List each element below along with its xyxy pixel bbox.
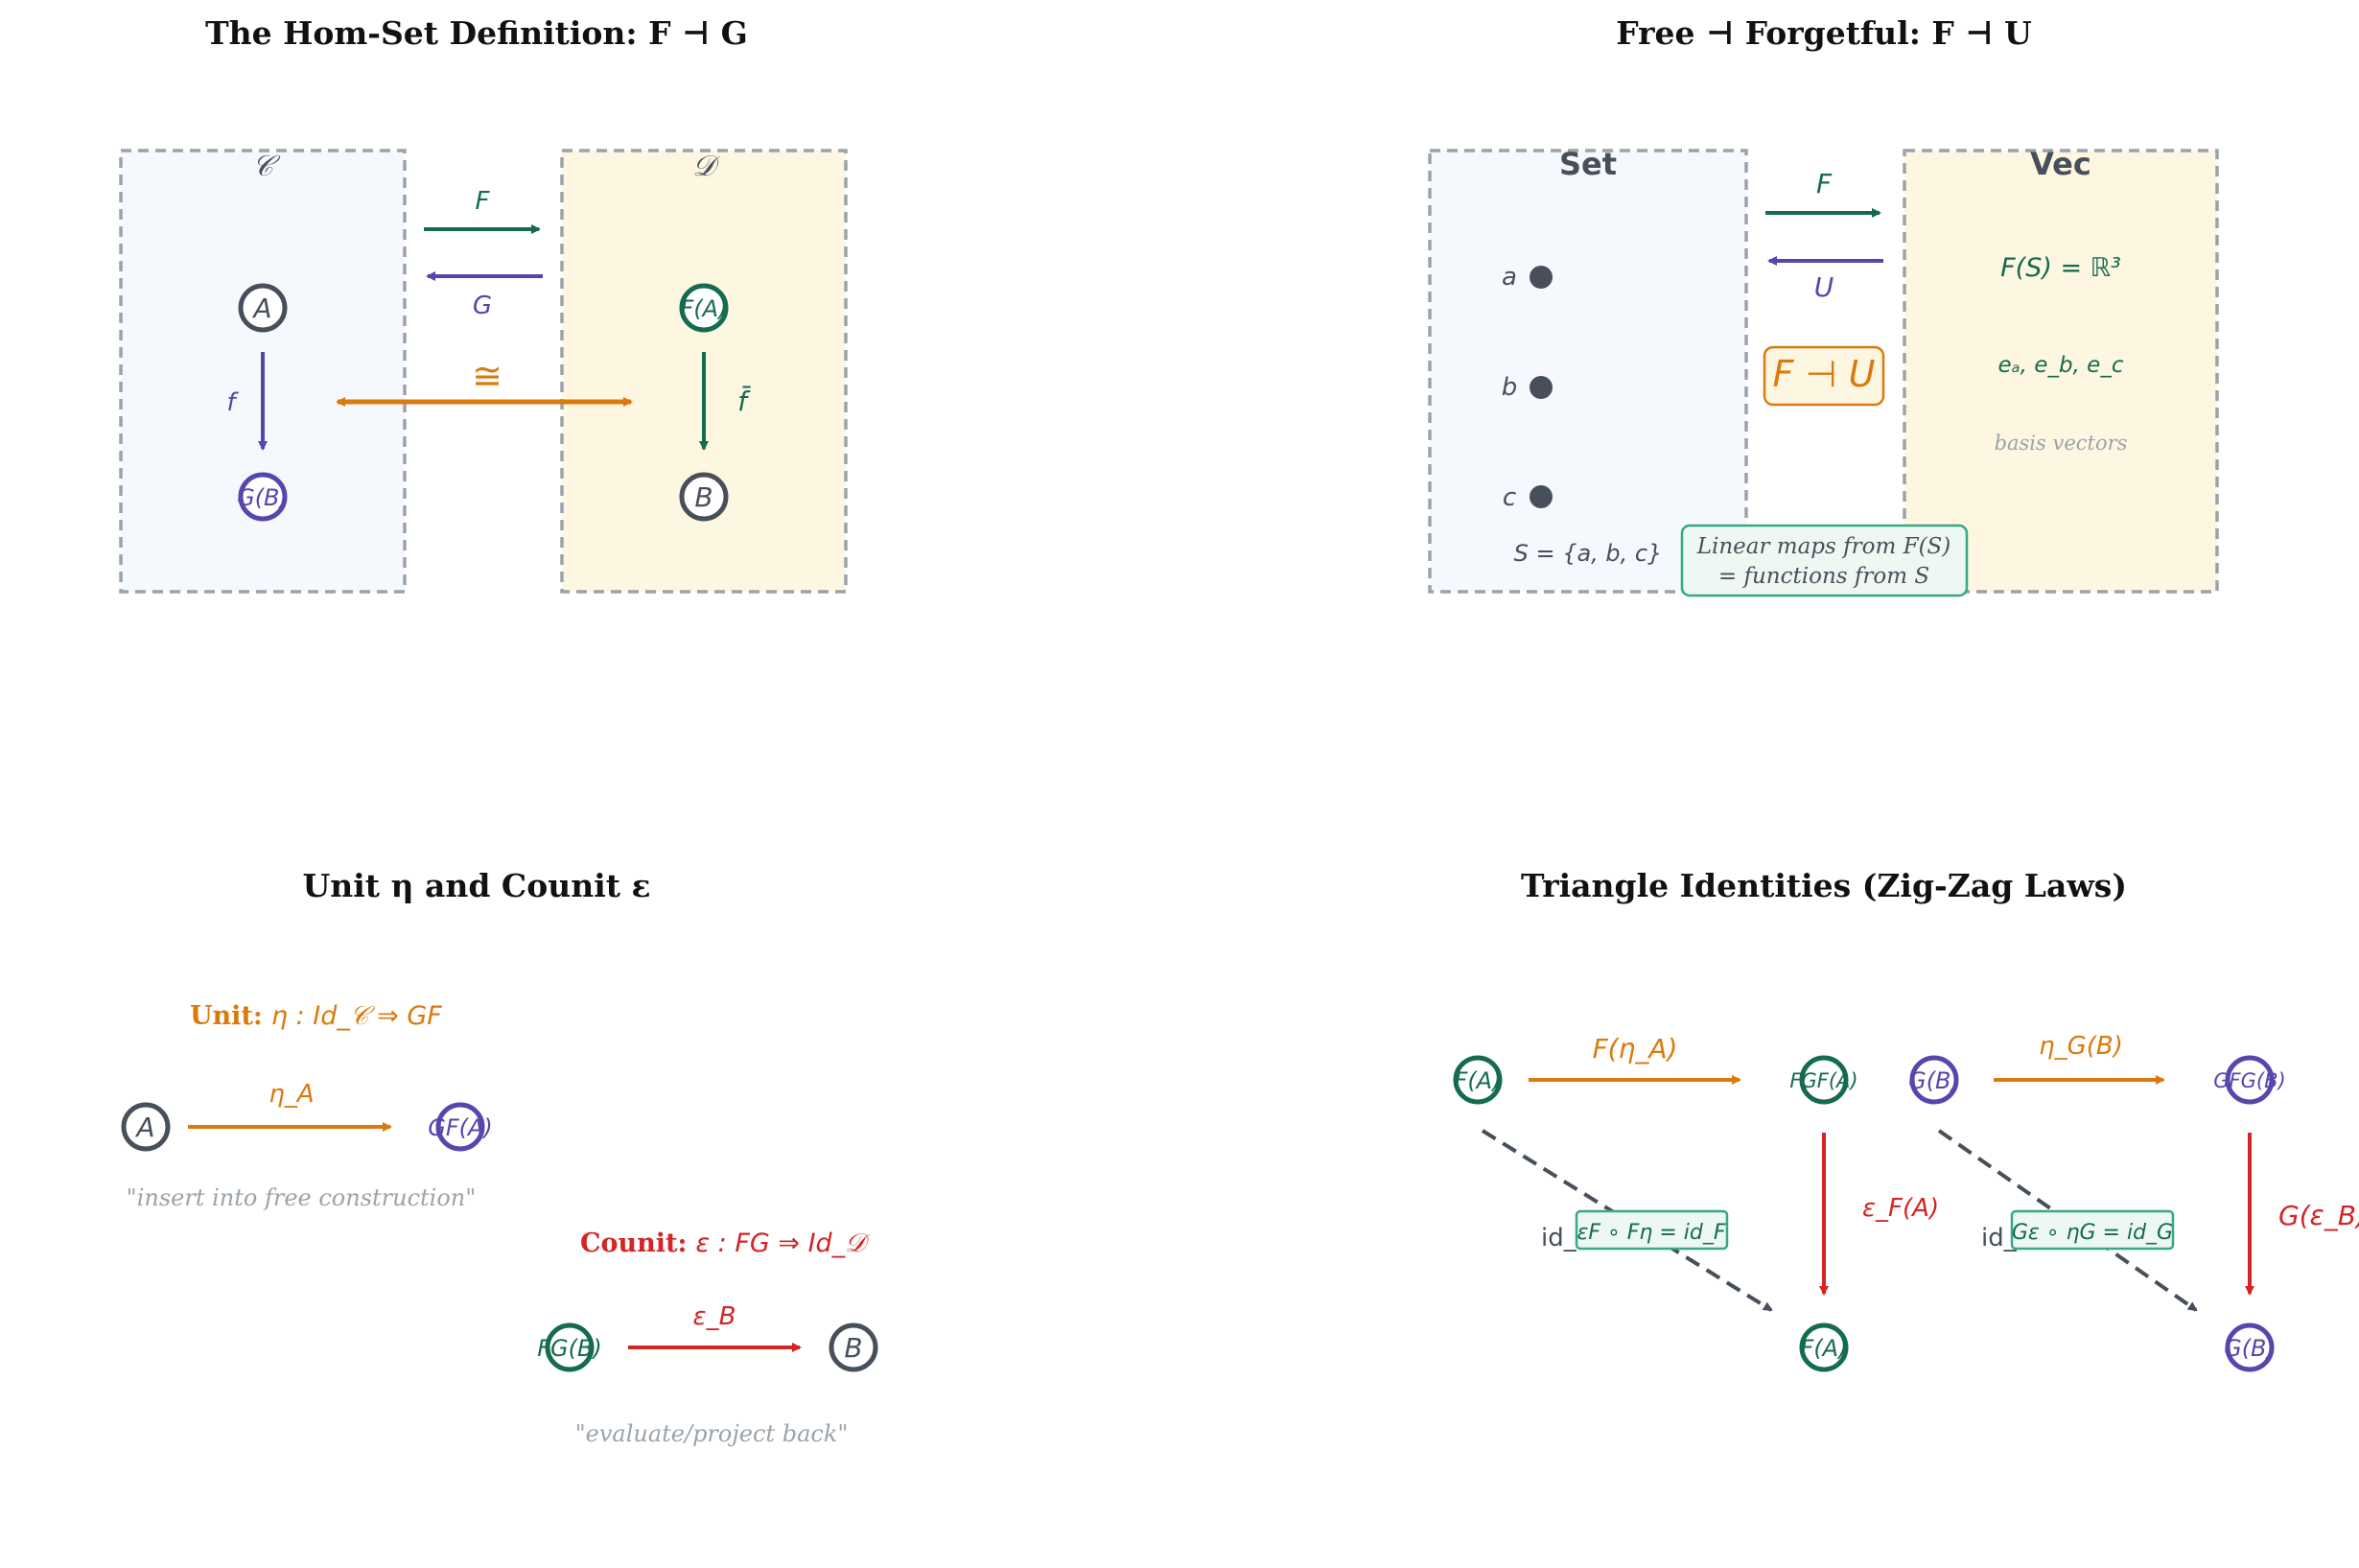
left-node-fa-bottom: [1799, 1322, 1849, 1372]
right-node-gb-bottom: [2225, 1322, 2275, 1372]
set-definition: S = {a, b, c}: [1514, 540, 1663, 567]
triangle-title: Triangle Identities (Zig-Zag Laws): [1521, 867, 2127, 904]
object-fa-node: [679, 283, 729, 333]
left-node-fa-bottom-label: F(A): [1801, 1335, 1848, 1362]
counit-epsilon-label: ε_B: [693, 1302, 736, 1331]
left-law-label: εF ∘ Fη = id_F: [1577, 1221, 1725, 1245]
element-a-dot: [1530, 266, 1553, 289]
object-gb-label: G(B): [237, 484, 289, 511]
functor-f-label: F: [476, 187, 491, 216]
free-title: Free ⊣ Forgetful: F ⊣ U: [1616, 14, 2032, 52]
linear-maps-note-line1: Linear maps from F(S): [1696, 534, 1951, 559]
object-b-node: [679, 472, 729, 522]
counit-heading: Counit:ε : FG ⇒ Id_𝒟: [580, 1229, 870, 1258]
functor-g-label: G: [473, 292, 492, 320]
adjunction-label: F ⊣ U: [1773, 353, 1876, 395]
right-top-arrow-label: η_G(B): [2039, 1032, 2123, 1061]
element-a-label: a: [1502, 263, 1517, 292]
right-node-gb-bottom-label: G(B): [2224, 1335, 2276, 1362]
unit-object-a-node: [121, 1102, 171, 1152]
left-node-fgfa-label: FGF(A): [1789, 1069, 1857, 1092]
unit-object-a-label: A: [134, 1112, 154, 1143]
element-c-label: c: [1503, 483, 1516, 512]
free-functor-label: F: [1816, 168, 1833, 199]
set-category-box: [1428, 149, 1748, 594]
right-node-gb-top: [1909, 1055, 1959, 1105]
basis-note: basis vectors: [1995, 432, 2128, 455]
counit-quote: "evaluate/project back": [575, 1420, 849, 1447]
element-c-dot: [1530, 485, 1553, 508]
right-node-gfgb-label: GFG(B): [2213, 1069, 2285, 1092]
left-node-fa-top-label: F(A): [1455, 1067, 1502, 1094]
forgetful-functor-label: U: [1814, 271, 1834, 303]
left-node-fgfa: [1799, 1055, 1849, 1105]
homset-title: The Hom-Set Definition: F ⊣ G: [205, 14, 748, 52]
object-gb-node: [238, 472, 288, 522]
linear-maps-note-box: [1680, 524, 1969, 597]
unit-object-gfa-node: [435, 1102, 485, 1152]
counit-object-fgb-label: FG(B): [537, 1335, 602, 1362]
unit-counit-panel: Unit η and Counit ε Unit:η : Id_𝒞 ⇒ GF A…: [121, 867, 878, 1447]
left-right-arrow-label: ε_F(A): [1862, 1194, 1939, 1223]
unit-counit-title: Unit η and Counit ε: [302, 867, 650, 904]
left-node-fa-top: [1453, 1055, 1503, 1105]
set-label: Set: [1559, 146, 1617, 182]
free-space-label: F(S) = ℝ³: [2000, 253, 2121, 283]
counit-object-b-node: [829, 1322, 878, 1372]
left-law-box: [1575, 1209, 1729, 1251]
object-a-node: [238, 283, 288, 333]
vec-category-box: [1903, 149, 2219, 594]
basis-label: eₐ, e_b, e_c: [1998, 353, 2124, 378]
left-top-arrow-label: F(η_A): [1593, 1033, 1678, 1065]
unit-heading: Unit:η : Id_𝒞 ⇒ GF: [190, 1001, 442, 1031]
right-right-arrow-label: G(ε_B): [2278, 1200, 2359, 1231]
triangle-identities-panel: Triangle Identities (Zig-Zag Laws) F(η_A…: [1453, 867, 2359, 1372]
left-triangle: F(η_A) ε_F(A) id_F(A) εF ∘ Fη = id_F F(A…: [1453, 1033, 1939, 1372]
linear-maps-note-line2: = functions from S: [1718, 564, 1929, 589]
unit-quote: "insert into free construction": [127, 1184, 477, 1211]
homset-panel: The Hom-Set Definition: F ⊣ G 𝒞 𝒟 F G ≅ …: [119, 14, 848, 594]
counit-object-fgb-node: [545, 1322, 595, 1372]
iso-symbol: ≅: [472, 355, 502, 397]
right-law-box: [2010, 1209, 2175, 1251]
right-law-label: Gε ∘ ηG = id_G: [2012, 1221, 2173, 1245]
unit-eta-label: η_A: [269, 1080, 314, 1109]
counit-object-b-label: B: [844, 1332, 862, 1364]
unit-object-gfa-label: GF(A): [428, 1114, 493, 1141]
element-b-label: b: [1502, 373, 1518, 402]
right-node-gfgb: [2225, 1055, 2275, 1105]
right-node-gb-top-label: G(B): [1908, 1067, 1960, 1094]
vec-label: Vec: [2030, 146, 2091, 182]
right-triangle: η_G(B) G(ε_B) id_G(B) Gε ∘ ηG = id_G G(B…: [1908, 1032, 2359, 1372]
object-fa-label: F(A): [681, 295, 728, 322]
object-a-label: A: [251, 293, 271, 324]
free-forgetful-panel: Free ⊣ Forgetful: F ⊣ U Set Vec a b c S …: [1428, 14, 2219, 597]
adjunction-box: [1763, 345, 1885, 407]
element-b-dot: [1530, 376, 1553, 399]
object-b-label: B: [694, 481, 712, 513]
